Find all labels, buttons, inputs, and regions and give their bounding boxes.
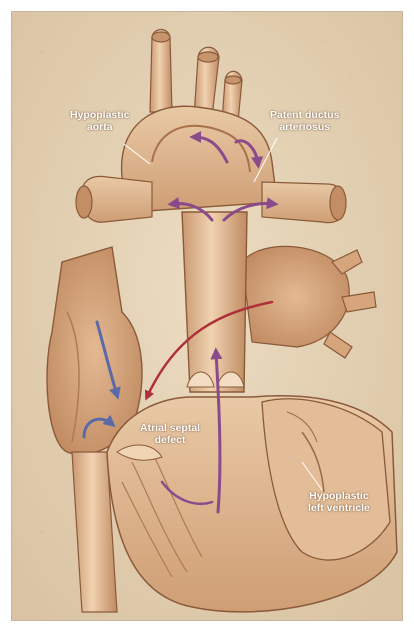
pulmonary-trunk [182, 212, 247, 392]
label-hypoplastic-left-ventricle-line2: left ventricle [308, 502, 370, 514]
label-atrial-septal-defect: Atrial septal defect [140, 422, 200, 446]
label-hypoplastic-aorta-line1: Hypoplastic [70, 109, 130, 121]
label-patent-ductus: Patent ductus arteriosus [270, 109, 339, 133]
label-atrial-septal-defect-line1: Atrial septal [140, 422, 200, 434]
heart-diagram: Hypoplastic aorta Patent ductus arterios… [11, 11, 403, 621]
label-hypoplastic-left-ventricle: Hypoplastic left ventricle [308, 490, 370, 514]
heart-illustration [12, 12, 403, 621]
label-hypoplastic-left-ventricle-line1: Hypoplastic [308, 490, 370, 502]
label-hypoplastic-aorta: Hypoplastic aorta [70, 109, 130, 133]
label-patent-ductus-line1: Patent ductus [270, 109, 339, 121]
label-atrial-septal-defect-line2: defect [140, 434, 200, 446]
label-hypoplastic-aorta-line2: aorta [70, 121, 130, 133]
label-patent-ductus-line2: arteriosus [270, 121, 339, 133]
